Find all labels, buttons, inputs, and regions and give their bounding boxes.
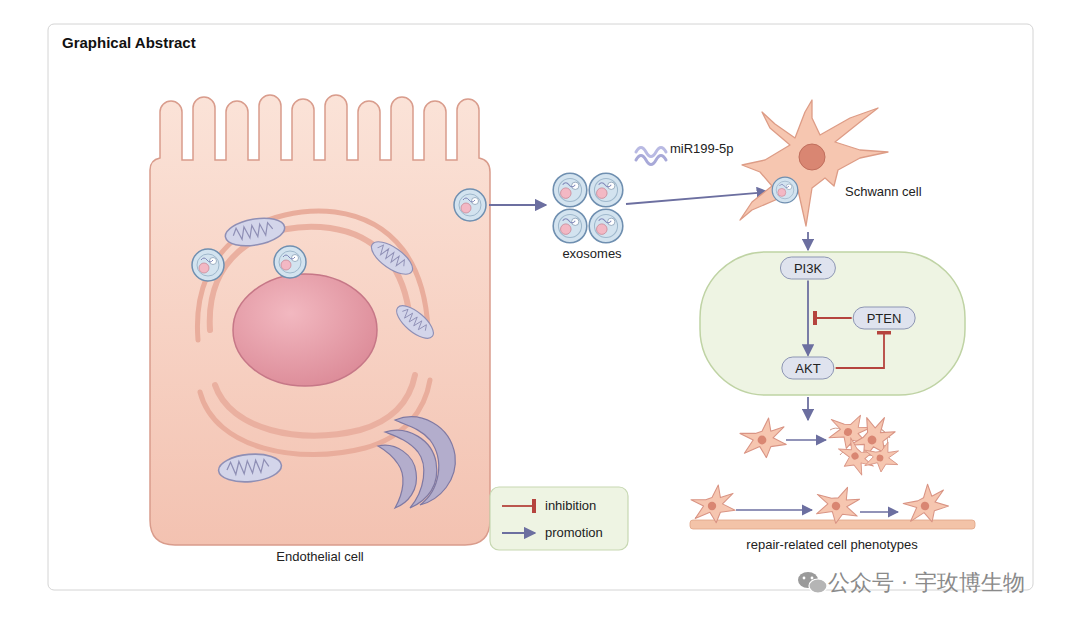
legend-text: inhibition	[545, 498, 596, 513]
node-text: AKT	[795, 361, 820, 376]
phenotype-label: repair-related cell phenotypes	[746, 537, 917, 552]
signal-pill: PI3K	[780, 257, 836, 280]
signal-pill: PTEN	[853, 307, 916, 330]
legend-text: promotion	[545, 525, 603, 540]
legend-promotion-sample	[502, 532, 535, 534]
molecule-label: miR199-5p	[670, 141, 734, 156]
cell-label: exosomes	[562, 246, 621, 261]
inhibition-line	[815, 317, 852, 319]
node-text: PI3K	[794, 261, 822, 276]
cell-label: Schwann cell	[845, 184, 922, 199]
promotion-arrow	[807, 281, 809, 356]
node-text: PTEN	[867, 311, 902, 326]
cell-label: Endothelial cell	[276, 549, 363, 564]
watermark: 公众号 · 宇玫博生物	[828, 568, 1025, 598]
legend-inhibition-sample	[502, 505, 534, 507]
signal-pill: AKT	[781, 357, 834, 380]
diagram-title: Graphical Abstract	[62, 34, 196, 51]
inhibition-line	[836, 333, 884, 369]
